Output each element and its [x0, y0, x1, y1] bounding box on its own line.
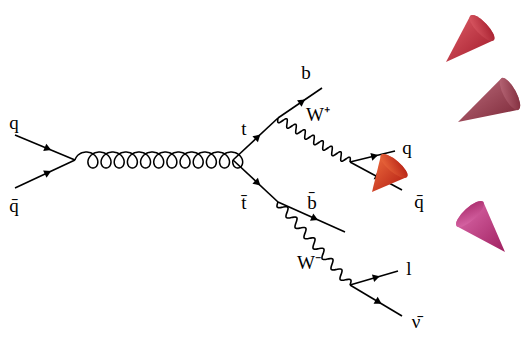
arrowhead: [252, 178, 260, 186]
arrowhead: [374, 297, 382, 304]
fermion-line: [233, 118, 278, 160]
jet-cone-base: [496, 75, 524, 113]
arrowhead: [372, 274, 380, 282]
particle-label: t: [241, 119, 246, 138]
w-boson-line: [277, 202, 351, 285]
particle-lines: [15, 88, 402, 316]
fermion-line: [15, 160, 75, 188]
particle-label: b̄: [307, 193, 317, 212]
w-boson-line: [278, 118, 351, 162]
particle-label: l: [406, 259, 411, 278]
particle-label: q: [9, 113, 19, 132]
particle-label: ν̄: [412, 312, 421, 331]
arrowhead: [43, 170, 51, 177]
particle-label: q̄: [9, 196, 19, 215]
fermion-line: [350, 271, 398, 285]
jet-cone-base: [452, 197, 487, 231]
fermion-line: [15, 135, 75, 160]
fermion-line: [350, 285, 402, 316]
arrowhead: [43, 144, 51, 151]
particle-label: W⁺: [306, 105, 330, 124]
particle-label: b: [301, 63, 311, 82]
jet-cone-base: [466, 12, 498, 45]
arrowhead: [370, 153, 378, 161]
particle-label: t̄: [241, 193, 246, 212]
particle-label: W⁻: [297, 253, 321, 272]
particle-label: q: [402, 138, 412, 157]
arrowhead: [297, 100, 305, 107]
arrowhead: [252, 135, 260, 143]
arrowhead: [310, 213, 318, 220]
fermion-line: [233, 160, 278, 202]
jet-cones: [372, 12, 524, 252]
gluon-line: [75, 152, 243, 168]
particle-label: q̄: [414, 192, 424, 211]
